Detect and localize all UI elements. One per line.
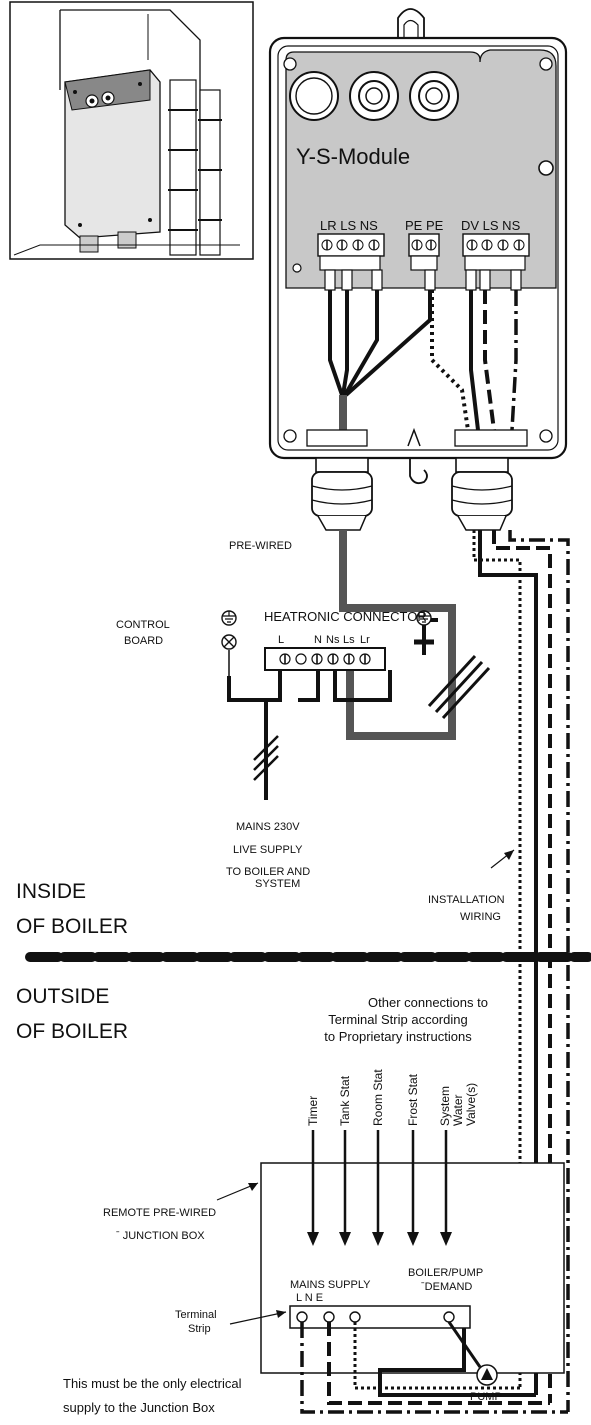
mains-label-4: SYSTEM bbox=[255, 878, 301, 890]
note-label-1: This must be the only electrical bbox=[63, 1376, 242, 1391]
module-terminals-left: LR LS NS bbox=[320, 218, 378, 233]
mains-supply-label: MAINS SUPPLY bbox=[290, 1279, 371, 1291]
connector-pin-ns: Ns bbox=[326, 634, 340, 646]
module-title: Y-S-Module bbox=[296, 144, 411, 169]
installation-wiring-label-2: WIRING bbox=[460, 911, 501, 923]
outside-label-1: OUTSIDE bbox=[16, 985, 110, 1008]
heatronic-connector-label: HEATRONIC CONNECTOR bbox=[264, 609, 427, 624]
junction-box bbox=[260, 1130, 568, 1414]
inside-label-1: INSIDE bbox=[16, 880, 87, 903]
cable-gland-icon bbox=[311, 457, 513, 531]
input-water: Water bbox=[451, 1094, 465, 1126]
input-valves: Valve(s) bbox=[464, 1082, 478, 1126]
mains-lne-label: L N E bbox=[296, 1292, 324, 1304]
other-connections-2: Terminal Strip according bbox=[328, 1012, 468, 1027]
connector-pin-lr: Lr bbox=[360, 634, 370, 646]
connector-pin-l: L bbox=[278, 634, 285, 646]
remote-junction-label-1: REMOTE PRE-WIRED bbox=[103, 1207, 217, 1219]
pump-icon bbox=[476, 1364, 498, 1386]
connector-pin-n: N bbox=[314, 634, 322, 646]
heatronic-connector bbox=[221, 610, 438, 745]
installation-wiring-label-1: INSTALLATION bbox=[428, 894, 505, 906]
control-board-label-1: CONTROL bbox=[116, 619, 170, 631]
pre-wired-label: PRE-WIRED bbox=[229, 540, 292, 552]
remote-junction-label-2: ˉ JUNCTION BOX bbox=[116, 1230, 205, 1242]
input-system: System bbox=[438, 1085, 452, 1126]
module-terminals-right: DV LS NS bbox=[461, 218, 521, 233]
other-connections-1: Other connections to bbox=[368, 995, 488, 1010]
boiler-pump-demand-label-1: BOILER/PUMP bbox=[408, 1267, 484, 1279]
ys-module bbox=[268, 8, 568, 531]
input-frost-stat: Frost Stat bbox=[406, 1073, 420, 1126]
terminal-strip-label-1: Terminal bbox=[175, 1309, 217, 1321]
input-room-stat: Room Stat bbox=[371, 1069, 385, 1126]
connector-pin-ls: Ls bbox=[343, 634, 355, 646]
inside-label-2: OF BOILER bbox=[16, 915, 129, 938]
input-timer: Timer bbox=[306, 1095, 320, 1126]
mains-label-1: MAINS 230V bbox=[236, 821, 300, 833]
input-tank-stat: Tank Stat bbox=[338, 1075, 352, 1126]
pump-label: PUMP bbox=[470, 1391, 502, 1403]
boiler-pump-demand-label-2: ˉDEMAND bbox=[421, 1281, 473, 1293]
earth-icon bbox=[221, 610, 432, 626]
screw-terminal-icon bbox=[317, 233, 530, 271]
outside-label-2: OF BOILER bbox=[16, 1020, 129, 1043]
control-board-label-2: BOARD bbox=[124, 635, 164, 647]
mains-label-3: TO BOILER AND bbox=[226, 866, 311, 878]
terminal-strip-label-2: Strip bbox=[188, 1323, 211, 1335]
neutral-terminal-icon bbox=[221, 634, 237, 650]
note-label-2: supply to the Junction Box bbox=[63, 1400, 215, 1415]
inset-illustration bbox=[9, 1, 254, 260]
module-terminals-mid: PE PE bbox=[405, 218, 444, 233]
mains-label-2: LIVE SUPPLY bbox=[233, 844, 303, 856]
other-connections-3: to Proprietary instructions bbox=[324, 1029, 472, 1044]
